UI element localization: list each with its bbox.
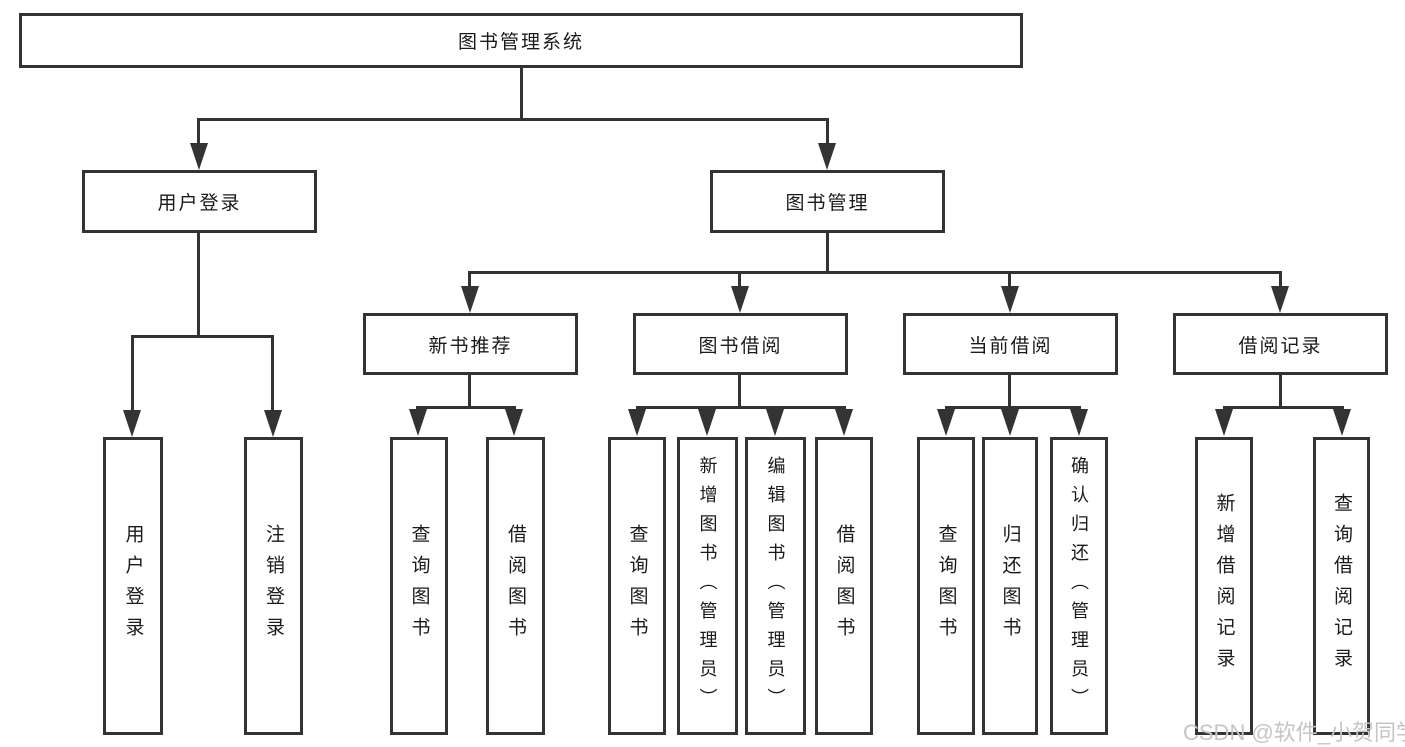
leaf-records-add: 新增借阅记录 bbox=[1195, 437, 1253, 735]
connector-line bbox=[945, 406, 1081, 409]
leaf-borrow-borrow-label: 借阅图书 bbox=[833, 524, 855, 648]
node-user-login: 用户登录 bbox=[82, 170, 317, 233]
arrow-down-icon bbox=[818, 143, 836, 170]
leaf-borrow-edit-admin-label: 编辑图书（管理员） bbox=[765, 455, 786, 717]
leaf-borrow-borrow: 借阅图书 bbox=[815, 437, 873, 735]
connector-line bbox=[826, 233, 829, 273]
connector-line bbox=[131, 335, 134, 412]
connector-line bbox=[520, 66, 523, 120]
node-borrowing-records: 借阅记录 bbox=[1173, 313, 1388, 375]
node-book-management: 图书管理 bbox=[710, 170, 945, 233]
node-borrowing-records-label: 借阅记录 bbox=[1238, 335, 1323, 357]
leaf-current-query-label: 查询图书 bbox=[935, 524, 957, 648]
connector-line bbox=[197, 118, 829, 121]
connector-line bbox=[738, 271, 741, 289]
node-book-borrowing-label: 图书借阅 bbox=[698, 335, 783, 357]
connector-line bbox=[1008, 375, 1011, 409]
arrow-down-icon bbox=[1070, 409, 1088, 436]
connector-line bbox=[468, 271, 471, 289]
leaf-user-login-label: 用户登录 bbox=[122, 524, 144, 648]
arrow-down-icon bbox=[123, 410, 141, 437]
connector-line bbox=[197, 118, 200, 146]
connector-line bbox=[468, 375, 471, 409]
arrow-down-icon bbox=[937, 409, 955, 436]
arrow-down-icon bbox=[461, 286, 479, 313]
connector-line bbox=[826, 118, 829, 146]
leaf-borrow-add-admin-label: 新增图书（管理员） bbox=[697, 455, 718, 717]
node-book-management-label: 图书管理 bbox=[785, 193, 870, 214]
connector-line bbox=[416, 406, 516, 409]
connector-line bbox=[1223, 406, 1344, 409]
connector-line bbox=[468, 271, 1282, 274]
leaf-newbook-borrow: 借阅图书 bbox=[486, 437, 545, 735]
leaf-user-login: 用户登录 bbox=[103, 437, 163, 735]
leaf-borrow-edit-admin: 编辑图书（管理员） bbox=[745, 437, 806, 735]
arrow-down-icon bbox=[1271, 286, 1289, 313]
leaf-newbook-borrow-label: 借阅图书 bbox=[505, 524, 526, 648]
node-current-borrowing-label: 当前借阅 bbox=[968, 335, 1053, 357]
connector-line bbox=[197, 233, 200, 337]
leaf-logout-label: 注销登录 bbox=[263, 524, 284, 648]
leaf-borrow-query-label: 查询图书 bbox=[626, 524, 648, 648]
arrow-down-icon bbox=[766, 409, 784, 436]
leaf-records-query: 查询借阅记录 bbox=[1313, 437, 1370, 735]
leaf-records-add-label: 新增借阅记录 bbox=[1213, 493, 1235, 679]
node-book-borrowing: 图书借阅 bbox=[633, 313, 848, 375]
arrow-down-icon bbox=[835, 409, 853, 436]
arrow-down-icon bbox=[409, 409, 427, 436]
arrow-down-icon bbox=[1001, 286, 1019, 313]
leaf-logout: 注销登录 bbox=[244, 437, 303, 735]
arrow-down-icon bbox=[628, 409, 646, 436]
node-new-book-recommend: 新书推荐 bbox=[363, 313, 578, 375]
arrow-down-icon bbox=[505, 409, 523, 436]
node-user-login-label: 用户登录 bbox=[157, 193, 242, 214]
connector-line bbox=[131, 335, 274, 338]
connector-line bbox=[738, 375, 741, 409]
connector-line bbox=[1279, 375, 1282, 409]
leaf-current-return: 归还图书 bbox=[982, 437, 1038, 735]
leaf-newbook-query: 查询图书 bbox=[390, 437, 448, 735]
node-root-label: 图书管理系统 bbox=[457, 32, 584, 53]
leaf-borrow-query: 查询图书 bbox=[608, 437, 666, 735]
connector-line bbox=[271, 335, 274, 412]
node-current-borrowing: 当前借阅 bbox=[903, 313, 1118, 375]
leaf-borrow-add-admin: 新增图书（管理员） bbox=[677, 437, 738, 735]
leaf-newbook-query-label: 查询图书 bbox=[408, 524, 430, 648]
arrow-down-icon bbox=[731, 286, 749, 313]
arrow-down-icon bbox=[1333, 409, 1351, 436]
arrow-down-icon bbox=[1215, 409, 1233, 436]
connector-line bbox=[1008, 271, 1011, 289]
leaf-current-confirm-admin-label: 确认归还（管理员） bbox=[1069, 455, 1089, 717]
leaf-current-confirm-admin: 确认归还（管理员） bbox=[1050, 437, 1108, 735]
leaf-current-return-label: 归还图书 bbox=[999, 524, 1021, 648]
leaf-current-query: 查询图书 bbox=[917, 437, 975, 735]
arrow-down-icon bbox=[1001, 409, 1019, 436]
node-root: 图书管理系统 bbox=[19, 13, 1023, 68]
arrow-down-icon bbox=[698, 409, 716, 436]
arrow-down-icon bbox=[190, 143, 208, 170]
connector-line bbox=[636, 406, 846, 409]
connector-line bbox=[1279, 271, 1282, 289]
leaf-records-query-label: 查询借阅记录 bbox=[1331, 493, 1352, 679]
arrow-down-icon bbox=[264, 410, 282, 437]
node-new-book-recommend-label: 新书推荐 bbox=[428, 335, 513, 357]
